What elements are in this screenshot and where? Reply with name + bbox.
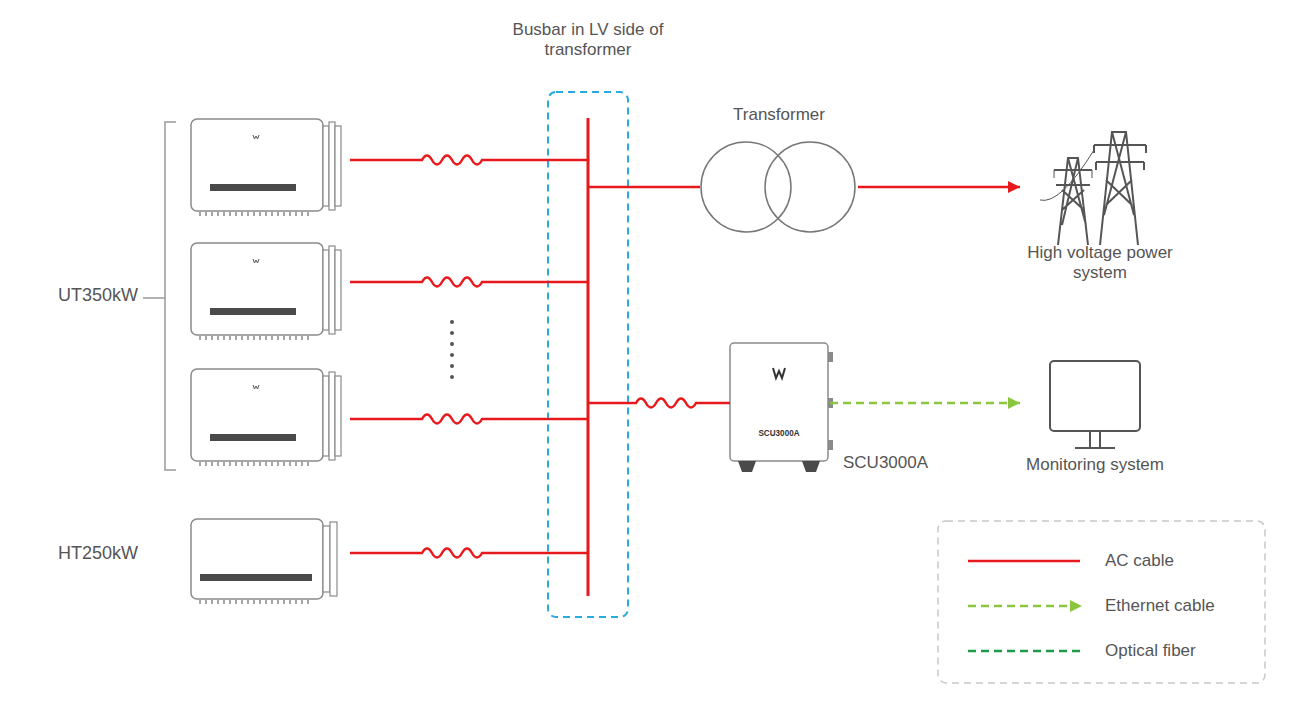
monitoring-label: Monitoring system <box>1010 455 1180 475</box>
busbar-box: Busbar in LV side of transformer <box>548 92 628 617</box>
device-nameplate: SCU3000A <box>730 428 828 439</box>
device-label: SCU3000A <box>843 453 928 473</box>
legend-sample-ethernet-head <box>1070 600 1082 612</box>
legend-text: Ethernet cable <box>1105 596 1215 616</box>
group-bracket <box>143 122 176 470</box>
ac-cable <box>350 415 588 424</box>
ac-cable <box>350 278 588 287</box>
scu-device <box>730 343 833 472</box>
inverter-ut350 <box>191 369 341 466</box>
legend-text: AC cable <box>1105 551 1174 571</box>
transformer: Transformer <box>700 105 858 235</box>
busbar-label: Busbar in LV side of transformer <box>498 20 678 60</box>
ac-cable <box>588 186 700 189</box>
transformer-label: Transformer <box>700 105 858 125</box>
grid-label: High voltage power system <box>1015 243 1185 283</box>
busbar-line <box>587 118 590 596</box>
inverter-group: UT350kW <box>28 115 350 472</box>
legend-sample-ethernet <box>968 605 1072 608</box>
monitoring-node: Monitoring system <box>1020 355 1170 480</box>
ac-cable <box>350 156 588 165</box>
transformer-winding <box>765 142 855 232</box>
legend-sample-ac <box>968 560 1080 563</box>
inverter-ht250 <box>191 519 337 604</box>
ac-cable <box>588 399 730 408</box>
grid-node: High voltage power system <box>1020 125 1180 285</box>
scu-box: SCU3000ASCU3000A <box>730 343 830 471</box>
inverter-single: HT250kW <box>28 515 350 610</box>
ellipsis-dots <box>450 320 454 379</box>
inverter-label: HT250kW <box>33 543 138 563</box>
ac-cable <box>350 549 588 558</box>
legend-box <box>938 521 1265 683</box>
legend-sample-fiber <box>968 650 1080 653</box>
monitor-icon <box>1050 361 1140 448</box>
power-tower-icon <box>1040 132 1146 245</box>
legend-text: Optical fiber <box>1105 641 1196 661</box>
group-label: UT350kW <box>33 285 138 305</box>
ac-cable <box>858 186 1020 189</box>
busbar-region <box>548 92 628 617</box>
inverter-ut350 <box>191 119 341 216</box>
inverter-ut350 <box>191 243 341 340</box>
ethernet-cable <box>830 402 1020 405</box>
